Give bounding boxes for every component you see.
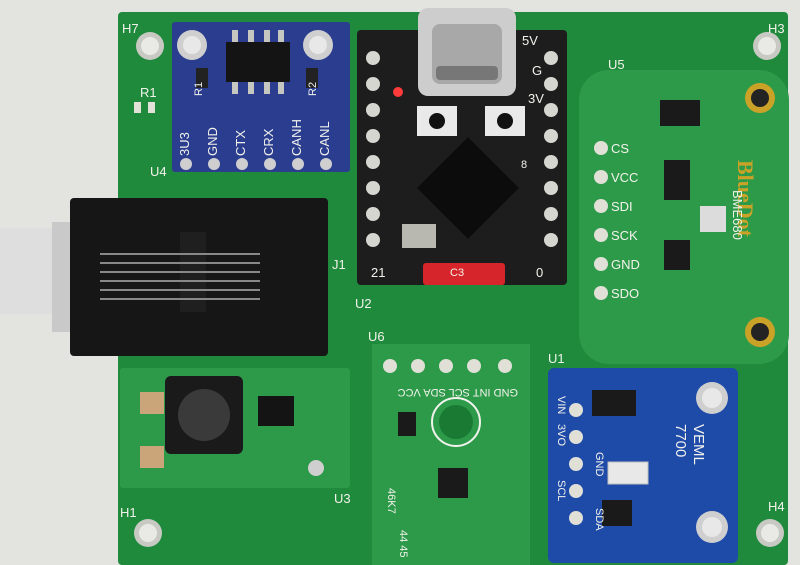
can-pin-canl: CANL: [317, 121, 332, 156]
u6-pin-labels: GND INT SCL SDA VCC: [397, 386, 518, 398]
bme-pin-sck: SCK: [611, 228, 638, 243]
ref-h3: H3: [768, 21, 785, 36]
can-pin-ctx: CTX: [233, 130, 248, 156]
ref-r1: R1: [140, 85, 157, 100]
veml-pin-vin: VIN: [555, 396, 567, 415]
mcu-label-5v: 5V: [522, 33, 538, 48]
mcu-label-8: 8: [521, 159, 528, 171]
can-r1-label: R1: [193, 81, 205, 96]
mcu-module: [357, 8, 567, 285]
bme-sensor-label: BME680: [730, 190, 745, 240]
can-r2-label: R2: [307, 81, 319, 96]
veml7700-module: [548, 368, 738, 563]
mount-hole-h4: [756, 519, 784, 547]
veml-pin-gnd: GND: [593, 452, 605, 477]
u6-sensor-module: [372, 344, 530, 565]
can-pin-canh: CANH: [289, 119, 304, 156]
u6-code2-label: 44 45: [397, 530, 409, 558]
buck-converter-module: [120, 368, 350, 488]
ref-u3: U3: [334, 491, 351, 506]
u6-code-label: 46K7: [385, 488, 397, 514]
mcu-label-0: 0: [536, 265, 544, 280]
can-pin-3u3: 3U3: [177, 132, 192, 156]
bme-pin-cs: CS: [611, 141, 630, 156]
bme-pin-vcc: VCC: [611, 170, 639, 185]
ref-u6: U6: [368, 329, 385, 344]
can-transceiver-module: [172, 22, 350, 172]
bme-pin-sdo: SDO: [611, 286, 640, 301]
mount-hole-h7: [136, 32, 164, 60]
mcu-label-g: G: [532, 63, 543, 78]
veml-pin-sda: SDA: [593, 508, 605, 531]
can-pin-gnd: GND: [205, 127, 220, 156]
ref-h7: H7: [122, 21, 139, 36]
can-pin-crx: CRX: [261, 128, 276, 156]
bme-pin-gnd: GND: [611, 257, 640, 272]
mount-hole-h1: [134, 519, 162, 547]
ref-h1: H1: [120, 505, 137, 520]
ref-u5: U5: [608, 57, 625, 72]
ref-u2: U2: [355, 296, 372, 311]
ref-h4: H4: [768, 499, 785, 514]
rj-connector: [0, 198, 328, 356]
ref-j1: J1: [332, 257, 346, 272]
mcu-label-21: 21: [371, 265, 386, 280]
mount-hole-h3: [753, 32, 781, 60]
veml-pin-scl: SCL: [555, 480, 567, 502]
veml-pin-3vo: 3VO: [555, 424, 567, 447]
mcu-label-3v: 3V: [528, 91, 544, 106]
bme-pin-sdi: SDI: [611, 199, 633, 214]
mcu-label-c3: C3: [450, 267, 465, 279]
ref-u1: U1: [548, 351, 565, 366]
bme680-module: [579, 70, 789, 364]
veml-name-line2: 7700: [672, 424, 689, 458]
veml-name-line1: VEML: [690, 424, 707, 465]
ref-u4: U4: [150, 164, 167, 179]
